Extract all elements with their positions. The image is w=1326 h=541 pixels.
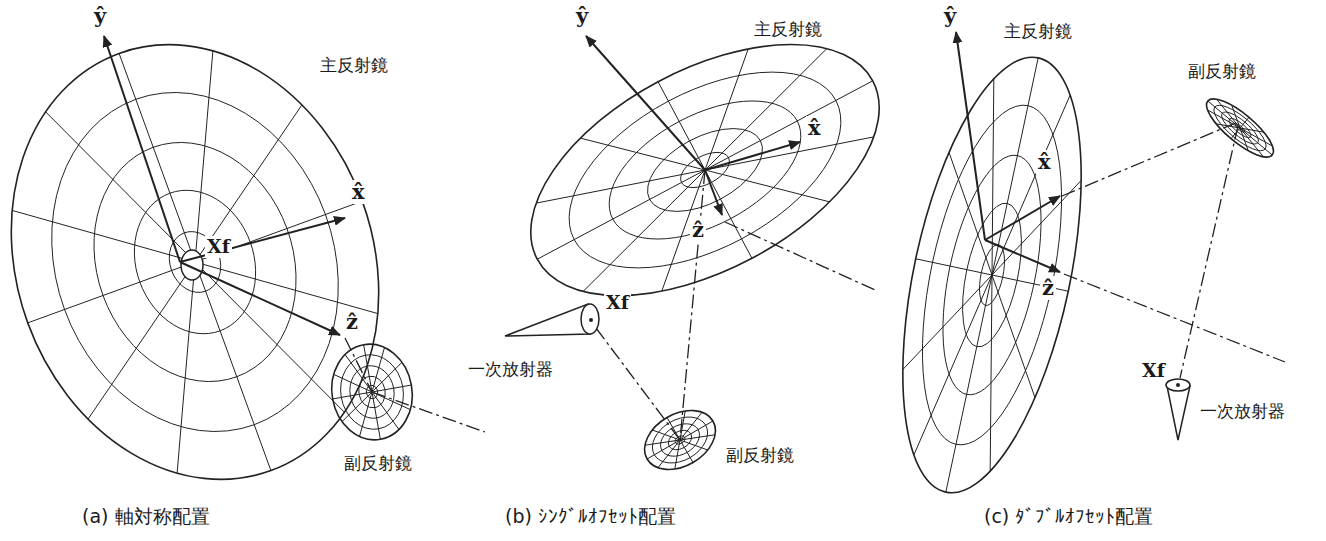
part-label: 一次放射器	[1198, 402, 1287, 422]
axis-label: ẑ	[1040, 276, 1056, 300]
part-label: 副反射鏡	[1186, 62, 1258, 82]
axis-label: x̂	[1036, 150, 1053, 174]
part-label: 主反射鏡	[318, 56, 390, 76]
axis-label: x̂	[806, 116, 823, 140]
part-label: 一次放射器	[466, 360, 555, 380]
axis-label: ŷ	[92, 4, 108, 28]
axis-label: x̂	[350, 180, 367, 204]
axis-label: ẑ	[344, 310, 360, 334]
panel-caption: (b) ｼﾝｸﾞﾙｵﾌｾｯﾄ配置	[503, 506, 678, 528]
axis-label: ŷ	[574, 4, 590, 28]
focus-label: Xf	[604, 292, 631, 314]
axis-label: ẑ	[690, 218, 706, 242]
panel-caption: (a) 軸対称配置	[80, 506, 212, 528]
part-label: 主反射鏡	[1002, 22, 1074, 42]
focus-label: Xf	[1140, 360, 1167, 382]
panel-caption: (c) ﾀﾞﾌﾞﾙｵﾌｾｯﾄ配置	[982, 506, 1155, 528]
part-label: 副反射鏡	[342, 454, 414, 474]
part-label: 副反射鏡	[724, 446, 796, 466]
focus-label: Xf	[205, 236, 232, 258]
part-label: 主反射鏡	[752, 20, 824, 40]
axis-label: ŷ	[942, 4, 958, 28]
